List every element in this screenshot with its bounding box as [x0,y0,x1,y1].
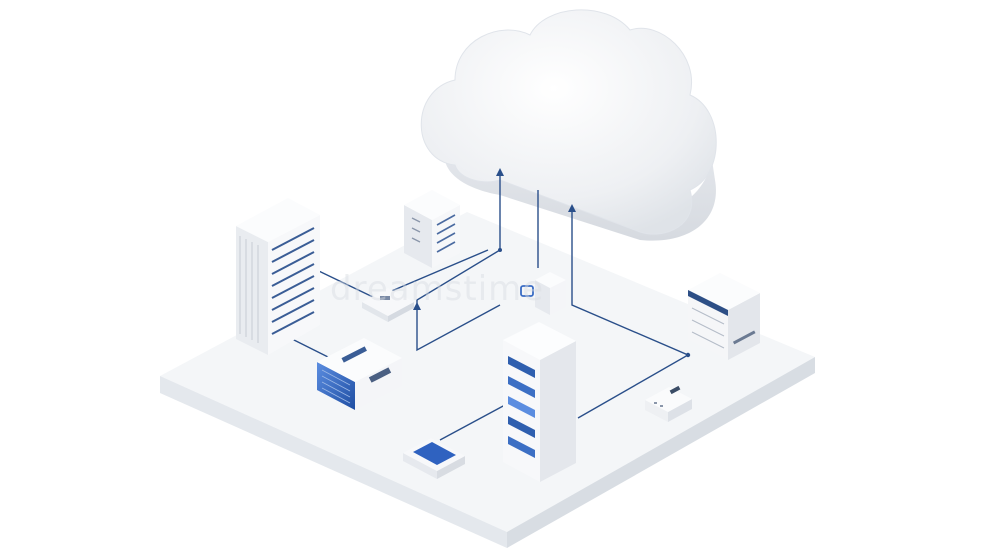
arrow-up-icon [413,302,421,310]
platform-top [160,212,815,532]
server-unit-ticks [411,217,421,243]
switch-top-panel [413,442,456,465]
platform-right-edge [507,357,815,548]
router-port [380,296,390,300]
security-gateway [520,272,566,315]
port-icon [368,367,392,383]
storage-unit-blue [317,338,402,410]
platform-left-edge [160,376,507,548]
watermark-text: dreamstime [330,269,544,309]
storage-top-band [688,290,728,316]
nas-display [669,385,681,395]
server-unit-slots [436,214,456,253]
connection-line [416,175,501,352]
connection-node [685,352,691,358]
arrow-up-icon [568,204,576,212]
lock-icon [520,285,534,297]
nas-buttons [654,402,663,407]
rack-top [236,198,320,242]
network-connections [289,168,691,441]
nas-device [645,385,692,422]
cloud-icon [420,9,717,241]
server-tower-center [503,322,576,482]
storage-drawers [691,307,725,349]
connection-line [289,337,331,359]
rack-side [268,215,320,355]
connection-node [498,248,502,252]
router-device [362,288,414,322]
connection-line [439,404,506,441]
cloud-body [420,9,717,235]
isometric-platform [160,212,815,548]
server-rack-left [236,198,320,355]
grid-vent-icon [321,369,351,404]
arrow-up-icon [496,168,504,176]
network-switch [403,438,465,479]
tower-drive-bays [508,356,535,458]
rack-slots [271,227,315,335]
storage-label [732,330,756,345]
connection-line [571,210,690,419]
storage-unit-right [688,273,760,360]
server-unit-back [404,190,460,268]
rack-vents [239,236,259,343]
label-plate [341,346,367,363]
